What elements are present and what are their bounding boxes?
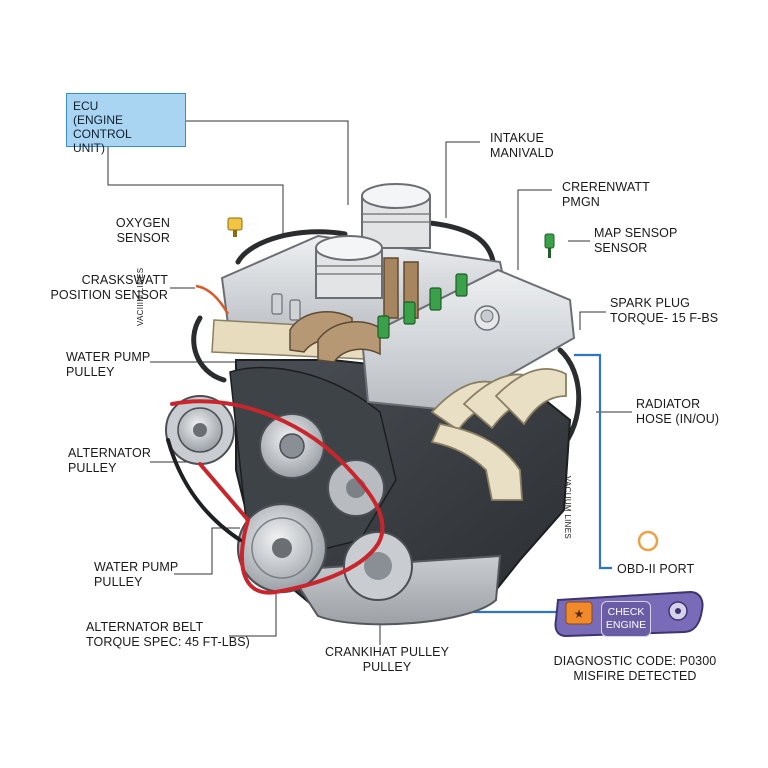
- leader-intake: [445, 141, 480, 218]
- alternator-belt-label: ALTERNATOR BELT TORQUE SPEC: 45 FT-LBS): [86, 620, 250, 649]
- piston-rear: [361, 183, 431, 249]
- vacuum-lines-right-label: VACUUM LINES: [563, 476, 572, 540]
- water-pump-pulley-top-label: WATER PUMP PULLEY: [66, 350, 151, 379]
- belts: [166, 399, 385, 595]
- diagnostic-code-label: DIAGNOSTIC CODE: P0300 MISFIRE DETECTED: [553, 654, 717, 683]
- oxygen-sensor-icon: [227, 217, 243, 237]
- radiator-hose-label: RADIATOR HOSE (IN/OU): [636, 397, 720, 426]
- leader-crerenwatt: [517, 189, 552, 270]
- serpentine-belt: [170, 399, 385, 595]
- exhaust-manifold: [430, 368, 567, 501]
- obd-wire-harness: [574, 353, 612, 570]
- leader-belt: [229, 590, 277, 637]
- obd-port-label: OBD-II PORT: [617, 562, 695, 576]
- water-pump-pulley-bottom-label: WATER PUMP PULLEY: [94, 560, 179, 589]
- spark-plug-boots: [271, 273, 468, 339]
- spark-plug-label: SPARK PLUG TORQUE- 15 F-BS: [610, 296, 719, 325]
- alternator: [165, 395, 235, 465]
- oxygen-sensor-label: OXYGEN SENSOR: [115, 216, 170, 245]
- right-cylinder-head: [360, 268, 576, 412]
- lower-accessory-pulley: [343, 531, 413, 601]
- crerenwatt-label: CRERENWATT PMGN: [562, 180, 650, 209]
- accessory-belt: [166, 438, 242, 542]
- idler-pulley: [327, 459, 385, 517]
- obd-port-ring-icon: [637, 530, 659, 552]
- pistons: [315, 183, 431, 299]
- pulleys: [165, 395, 413, 601]
- check-engine-display: CHECK ENGINE: [601, 601, 651, 637]
- water-pump-pulley: [259, 413, 325, 479]
- crank-position-sensor-icon: [195, 284, 230, 315]
- vacuum-lines-left-label: VACIIIM LINES: [136, 267, 145, 326]
- piston-front: [315, 235, 383, 299]
- leader-ecu-top: [186, 120, 349, 205]
- map-sensor-label: MAP SENSOP SENSOR: [594, 226, 678, 255]
- alternator-pulley-label: ALTERNATOR PULLEY: [68, 446, 151, 475]
- intake-manifold-label: INTAKUE MANIVALD: [490, 131, 554, 160]
- svg-text:★: ★: [574, 607, 585, 621]
- engine-warning-icon: [565, 601, 593, 625]
- ecu-label: ECU (ENGINE CONTROL UNIT): [66, 93, 186, 155]
- leader-ecu-bottom: [107, 147, 284, 238]
- crankshaft-position-sensor-label: CRASKSWATT POSITION SENSOR: [50, 273, 168, 302]
- crankshaft-pulley-label: CRANKIHAT PULLEY PULLEY: [324, 645, 450, 674]
- crankshaft-pulley: [236, 502, 328, 594]
- leader-spark: [579, 311, 606, 330]
- map-sensor-icon: [544, 233, 555, 258]
